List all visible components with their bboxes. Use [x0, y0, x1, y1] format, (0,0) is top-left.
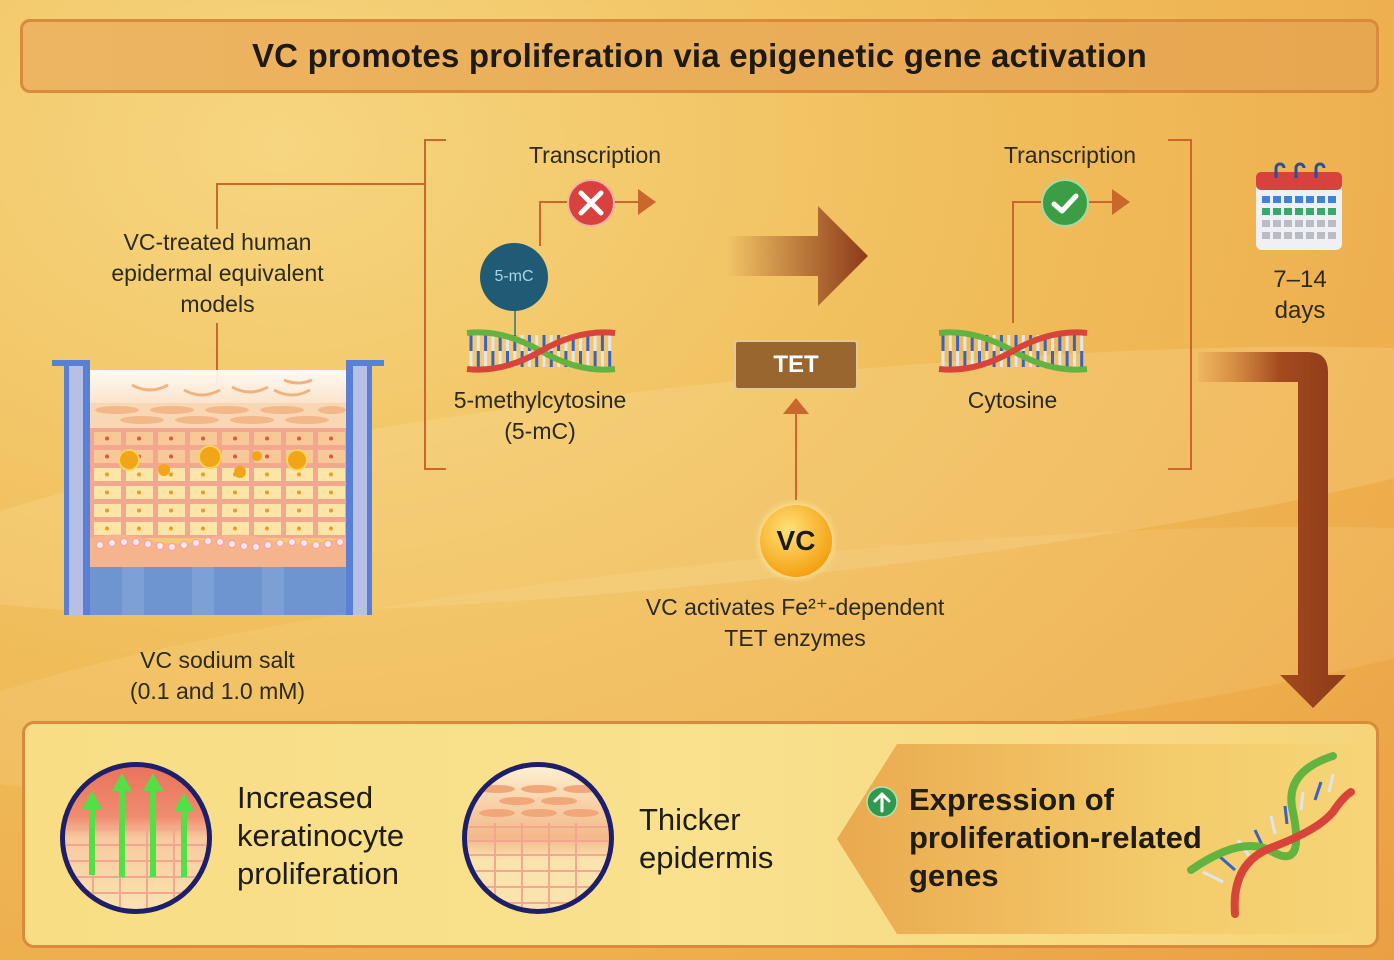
5mc-marker: 5-mC	[480, 243, 548, 311]
dna-icon	[466, 329, 616, 373]
model-label-line: models	[180, 291, 255, 317]
arrowhead-icon	[1112, 189, 1130, 215]
methylcytosine-label: 5-methylcytosine (5-mC)	[430, 385, 650, 447]
vc-molecule-icon: VC	[760, 505, 832, 577]
outcome-line: genes	[909, 858, 999, 893]
treatment-label: VC sodium salt (0.1 and 1.0 mM)	[90, 645, 345, 707]
elbow-arrow-icon	[1198, 352, 1346, 708]
model-label-line: epidermal equivalent	[111, 260, 324, 286]
check-circle-icon	[1041, 179, 1089, 227]
diagram-title: VC promotes proliferation via epigenetic…	[251, 37, 1148, 74]
dna-helix-icon	[1187, 752, 1355, 918]
connector-line	[795, 410, 797, 500]
connector-line	[216, 183, 218, 229]
left-bracket	[424, 139, 446, 470]
connector-line	[539, 201, 541, 246]
outcomes-panel: Increased keratinocyte proliferation Thi…	[22, 721, 1379, 948]
duration-label: 7–14 days	[1240, 264, 1360, 326]
methylcytosine-label-line: 5-methylcytosine	[453, 387, 627, 413]
right-bracket	[1168, 139, 1192, 470]
tet-enzyme-box: TET	[734, 340, 858, 390]
outcome-thickness-text: Thicker epidermis	[639, 801, 773, 877]
transcription-label-methylated: Transcription	[528, 142, 662, 168]
caption-line: VC activates Fe²⁺-dependent	[645, 594, 945, 620]
calendar-icon	[1256, 162, 1342, 250]
outcome-gene-expression-text: Expression of proliferation-related gene…	[909, 781, 1202, 895]
connector-line	[539, 201, 569, 203]
connector-line	[216, 183, 426, 185]
model-label: VC-treated human epidermal equivalent mo…	[80, 227, 355, 320]
thick-epidermis-circle-icon	[462, 762, 614, 914]
conversion-arrow-icon	[726, 206, 868, 306]
epidermal-model-illustration	[52, 360, 384, 615]
proliferation-circle-icon	[60, 762, 212, 914]
duration-line: 7–14	[1273, 266, 1327, 293]
outcome-line: Thicker	[639, 802, 741, 837]
tet-label: TET	[773, 351, 819, 378]
title-banner: VC promotes proliferation via epigenetic…	[20, 19, 1379, 93]
methylcytosine-label-line: (5-mC)	[504, 418, 576, 444]
outcome-line: epidermis	[639, 840, 774, 875]
connector-line	[614, 201, 642, 203]
treatment-label-line: (0.1 and 1.0 mM)	[129, 678, 306, 704]
treatment-label-line: VC sodium salt	[140, 647, 295, 673]
connector-line	[216, 323, 218, 385]
arrowhead-icon	[638, 189, 656, 215]
connector-line	[1012, 201, 1014, 323]
transcription-label-unmethylated: Transcription	[1003, 142, 1137, 168]
5mc-marker-label: 5-mC	[494, 268, 534, 285]
duration-line: days	[1274, 297, 1326, 324]
x-circle-icon	[567, 179, 615, 227]
outcome-line: proliferation-related	[909, 820, 1202, 855]
cytosine-label: Cytosine	[967, 387, 1058, 413]
caption-line: TET enzymes	[724, 625, 866, 651]
model-label-line: VC-treated human	[123, 229, 312, 255]
dna-icon	[938, 329, 1088, 373]
connector-line	[1088, 201, 1116, 203]
tet-activation-caption: VC activates Fe²⁺-dependent TET enzymes	[620, 592, 970, 654]
outcome-line: Increased	[237, 780, 374, 815]
connector-line	[1012, 201, 1042, 203]
marker-stem	[514, 311, 516, 335]
outcome-line: proliferation	[237, 856, 399, 891]
outcome-line: keratinocyte	[237, 818, 405, 853]
arrowhead-up-icon	[783, 398, 809, 414]
outcome-proliferation-text: Increased keratinocyte proliferation	[237, 779, 404, 893]
outcome-line: Expression of	[909, 782, 1114, 817]
vc-label: VC	[776, 525, 816, 556]
up-arrow-circle-icon	[866, 786, 898, 818]
